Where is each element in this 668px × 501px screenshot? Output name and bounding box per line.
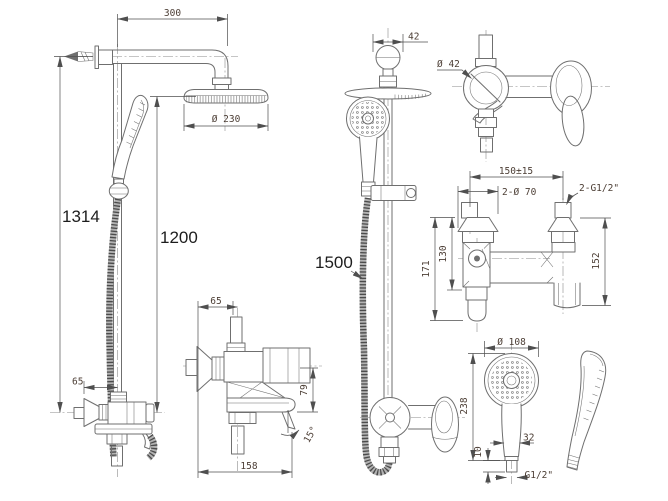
- shower-column-front-view: 300 Ø 230 1314 1200 65: [50, 8, 269, 477]
- dim-label-mixer-overall-height: 171: [421, 260, 432, 277]
- dim-hand-shower-head-diameter: Ø 108: [484, 337, 539, 357]
- dim-label-thread-size: G1/2": [525, 470, 554, 481]
- dim-label-escutcheon-pair-diameter: 2-Ø 70: [502, 187, 537, 198]
- dim-valve-wall-offset: 65: [197, 296, 238, 478]
- dim-label-hand-shower-length: 238: [459, 397, 470, 414]
- dim-label-inlet-center-distance: 150±15: [499, 166, 533, 177]
- dim-inlet-thread: 2-G1/2": [566, 183, 619, 205]
- dim-label-handle-width: 32: [523, 433, 534, 444]
- dim-label-bar-height: 1200: [160, 228, 198, 247]
- dim-label-spout-angle: 15°: [302, 425, 320, 445]
- dim-label-valve-body-height: 79: [299, 384, 310, 396]
- dim-arm-length: 300: [117, 8, 228, 47]
- dim-thread-size: G1/2": [495, 470, 553, 481]
- dim-handle-width: 32: [490, 433, 534, 446]
- dim-label-rain-head-diameter: Ø 230: [212, 114, 241, 125]
- dim-thread-length: 10: [473, 446, 505, 484]
- dim-valve-depth: 158: [197, 432, 293, 478]
- dim-label-arm-length: 300: [164, 8, 181, 19]
- dim-mixer-overall-height: 171: [421, 217, 463, 321]
- dim-label-hand-shower-head-diameter: Ø 108: [497, 337, 526, 348]
- dim-bar-height: 1200: [150, 96, 198, 413]
- mixer-side-view: Ø 42: [437, 30, 610, 162]
- dim-mixer-inner-height: 130: [438, 217, 462, 291]
- dim-mixer-right-height: 152: [580, 217, 611, 306]
- hand-shower-side-view: [566, 350, 607, 471]
- hand-shower-front-view: Ø 108 238 32 10 G1/2": [459, 337, 553, 484]
- dim-label-column-wall-offset: 65: [72, 377, 83, 388]
- mixer-front-view: 150±15 2-Ø 70 2-G1/2" 171 130 15: [421, 166, 619, 332]
- hand-shower-on-column: [111, 94, 149, 180]
- dim-label-overall-height: 1314: [62, 207, 100, 226]
- dim-label-valve-wall-offset: 65: [210, 296, 221, 307]
- slide-bar-mixer-valve: [360, 396, 465, 464]
- dim-overall-height: 1314: [54, 56, 100, 413]
- dim-label-thread-length: 10: [473, 446, 484, 458]
- valve-detail-view: 65 79 15° 158: [183, 296, 322, 478]
- dim-label-valve-depth: 158: [240, 461, 257, 472]
- column-valve: [73, 391, 158, 467]
- dim-label-mixer-right-height: 152: [591, 252, 602, 269]
- dim-escutcheon-pair-diameter: 2-Ø 70: [457, 186, 537, 228]
- dim-spout-angle: 15°: [280, 410, 320, 445]
- dim-label-bracket-width: 42: [408, 32, 419, 43]
- dim-column-wall-offset: 65: [72, 377, 118, 394]
- dim-label-inlet-thread: 2-G1/2": [579, 183, 619, 194]
- dim-bracket-width: 42: [372, 32, 428, 52]
- dim-valve-body-height: 79: [297, 367, 318, 413]
- dim-label-mixer-inner-height: 130: [438, 245, 449, 262]
- dim-label-mixer-escutcheon-diameter: Ø 42: [437, 59, 460, 70]
- slide-bar-view: 42 1500: [315, 28, 465, 476]
- dim-label-hose-length: 1500: [315, 253, 353, 272]
- dim-mixer-escutcheon-diameter: Ø 42: [437, 59, 472, 79]
- dim-rain-head-diameter: Ø 230: [183, 104, 269, 131]
- dim-hose-length: 1500: [315, 253, 364, 280]
